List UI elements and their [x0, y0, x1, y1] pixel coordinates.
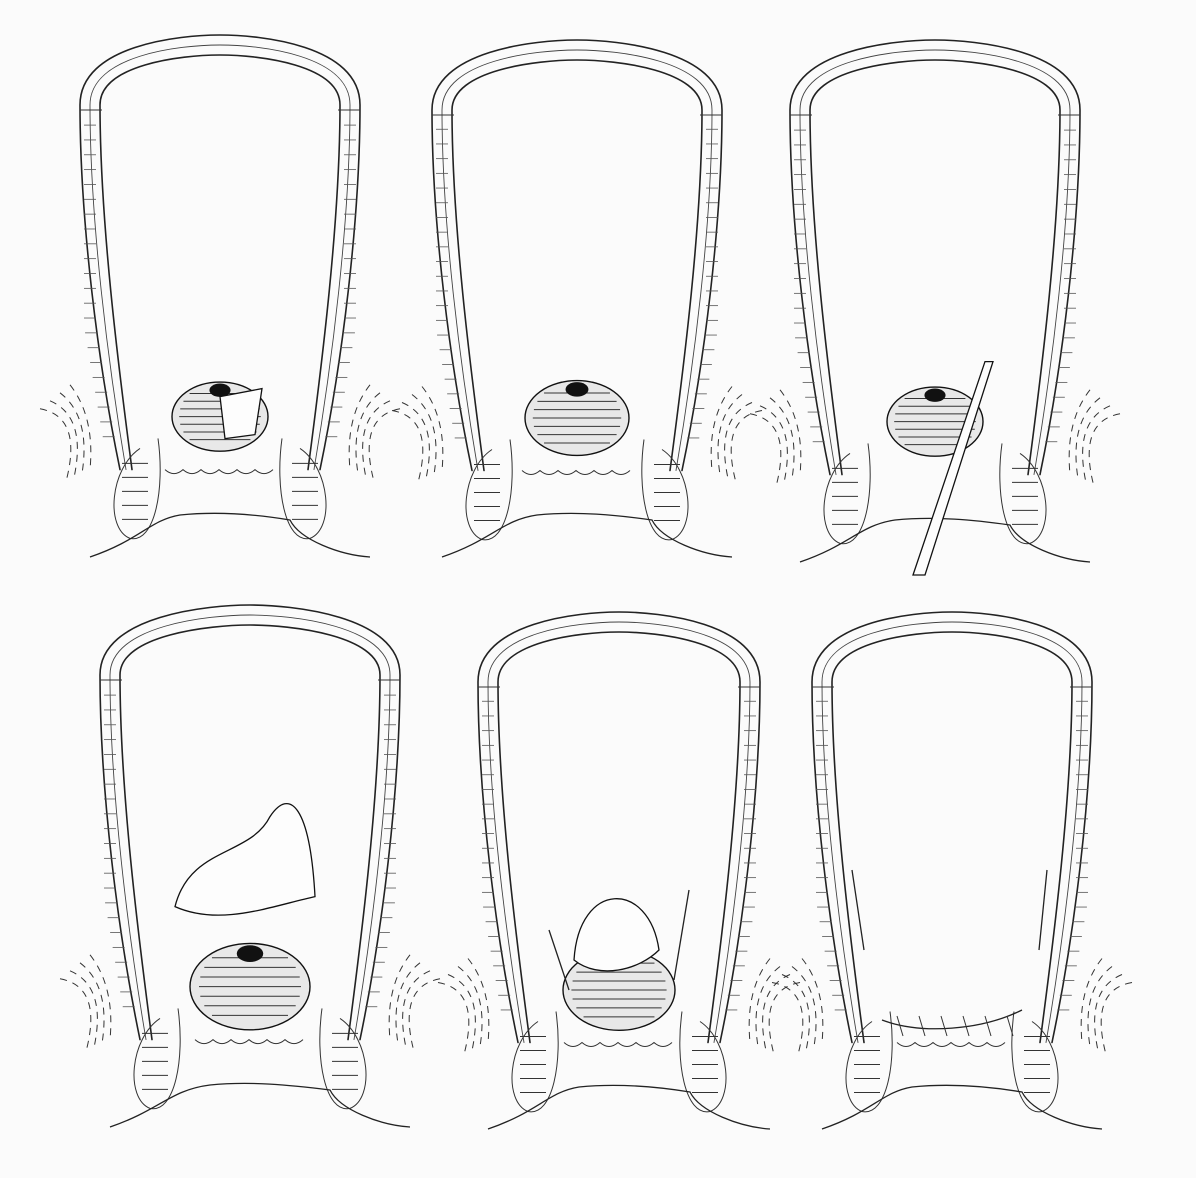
- right-levator-dash: [731, 411, 762, 483]
- right-levator-dash: [749, 959, 770, 1043]
- right-closure-edge: [1039, 870, 1047, 950]
- dentate-line: [165, 470, 273, 474]
- right-levator-dash: [349, 385, 370, 470]
- left-levator-dash: [792, 967, 816, 1047]
- wall-inner-line: [832, 632, 1072, 1043]
- tumor: [525, 381, 629, 456]
- right-levator-dash: [1081, 959, 1102, 1043]
- left-sphincter-lobe: [114, 438, 160, 538]
- left-levator-dash: [60, 979, 91, 1052]
- right-wound-edge: [674, 890, 689, 980]
- dentate-line: [195, 1040, 303, 1044]
- excised-specimen: [574, 899, 659, 971]
- left-sphincter-lobe: [824, 443, 870, 543]
- dentate-line: [564, 1043, 672, 1047]
- left-levator-dash: [80, 963, 104, 1044]
- panel-3: [750, 40, 1120, 575]
- panel-1: [40, 35, 400, 557]
- left-levator-dash: [90, 955, 111, 1040]
- right-levator-dash: [769, 983, 800, 1055]
- right-levator-dash: [1095, 975, 1122, 1051]
- right-levator-dash: [396, 963, 420, 1044]
- left-levator-dash: [402, 403, 429, 479]
- left-levator-dash: [750, 414, 781, 487]
- right-levator-dash: [1101, 983, 1132, 1055]
- dentate-line: [522, 471, 630, 475]
- tumor-dark-mass: [924, 388, 945, 401]
- left-levator-dash: [772, 983, 803, 1055]
- panel-6: [772, 612, 1132, 1129]
- right-levator-dash: [403, 971, 430, 1048]
- tumor: [190, 943, 310, 1029]
- panel-5: [438, 612, 800, 1129]
- left-levator-dash: [392, 411, 423, 483]
- wall-outer-line: [812, 612, 1092, 1043]
- panel-2: [392, 40, 762, 557]
- panel-4: [60, 605, 440, 1127]
- right-levator-dash: [1069, 390, 1090, 475]
- left-levator-dash: [780, 390, 801, 475]
- right-levator-dash: [711, 387, 732, 471]
- perineum-line: [800, 518, 1090, 562]
- left-levator-dash: [760, 406, 787, 483]
- left-levator-dash: [770, 398, 794, 479]
- left-levator-dash: [448, 975, 475, 1051]
- right-levator-dash: [1089, 414, 1120, 487]
- right-sphincter-lobe: [642, 440, 688, 540]
- perineum-line: [110, 1083, 410, 1127]
- left-levator-dash: [422, 387, 443, 471]
- left-levator-dash: [782, 975, 809, 1051]
- right-levator-dash: [1083, 406, 1110, 483]
- left-levator-dash: [50, 401, 77, 478]
- right-levator-dash: [1088, 967, 1112, 1047]
- left-levator-dash: [40, 409, 71, 482]
- right-sphincter-lobe: [280, 438, 326, 538]
- left-sphincter-lobe: [134, 1008, 180, 1108]
- right-levator-dash: [756, 967, 780, 1047]
- tumor-dark-mass: [237, 945, 263, 962]
- right-sphincter-lobe: [1000, 443, 1046, 543]
- suture-stitch: [941, 1016, 947, 1036]
- raised-mucosal-flap: [175, 804, 315, 916]
- left-levator-dash: [468, 959, 489, 1043]
- perineum-line: [442, 513, 732, 557]
- left-levator-dash: [438, 983, 469, 1055]
- dentate-line: [897, 1043, 1005, 1047]
- left-levator-dash: [60, 393, 84, 474]
- right-levator-dash: [369, 409, 400, 482]
- right-levator-dash: [389, 955, 410, 1040]
- left-levator-dash: [70, 385, 91, 470]
- right-sphincter-lobe: [1012, 1012, 1058, 1112]
- perineum-line: [488, 1085, 770, 1129]
- right-sphincter-lobe: [320, 1008, 366, 1108]
- wall-middle-line: [822, 622, 1082, 1043]
- mucosal-flap: [220, 389, 262, 439]
- perineum-line: [822, 1085, 1102, 1129]
- right-levator-dash: [763, 975, 790, 1051]
- left-levator-dash: [412, 395, 436, 475]
- right-levator-dash: [1076, 398, 1100, 479]
- suture-line: [882, 1010, 1022, 1029]
- right-levator-dash: [725, 403, 752, 479]
- suture-stitch: [919, 1016, 925, 1036]
- perineum-line: [90, 513, 370, 557]
- right-levator-dash: [718, 395, 742, 475]
- left-closure-edge: [852, 870, 864, 950]
- right-levator-dash: [356, 393, 380, 474]
- right-levator-dash: [409, 979, 440, 1052]
- left-levator-dash: [458, 967, 482, 1047]
- wall-hatching: [816, 701, 1088, 1010]
- left-wound-edge: [549, 930, 569, 990]
- left-levator-dash: [70, 971, 97, 1048]
- right-levator-dash: [363, 401, 390, 478]
- suture-stitch: [985, 1016, 991, 1036]
- right-sphincter-lobe: [680, 1012, 726, 1112]
- tumor-dark-mass: [566, 382, 589, 397]
- left-levator-dash: [802, 959, 823, 1043]
- left-sphincter-lobe: [466, 440, 512, 540]
